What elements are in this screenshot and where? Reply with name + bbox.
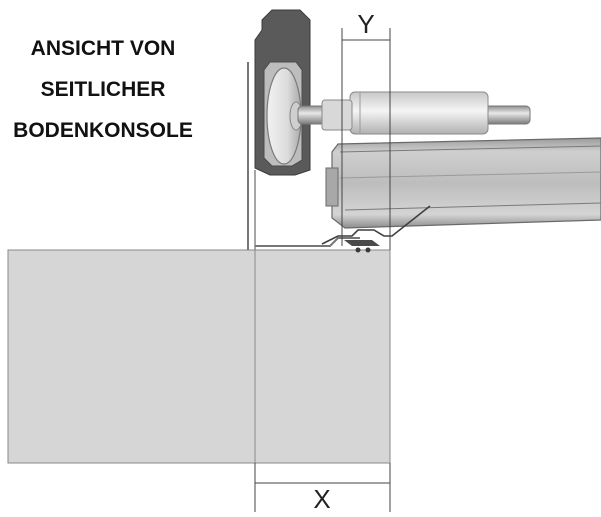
bottom-hinge xyxy=(321,205,431,245)
caption-line-1: ANSICHT VON xyxy=(30,37,176,60)
door-panel-section xyxy=(331,137,601,229)
wall-block-left xyxy=(7,249,256,464)
bracket-foot xyxy=(255,237,360,247)
shaft-collar xyxy=(321,99,353,131)
caption-line-3: BODENKONSOLE xyxy=(13,119,193,142)
panel-end-cap xyxy=(325,167,339,207)
panel-line-top xyxy=(339,145,601,153)
hinge-clip xyxy=(344,240,380,246)
shaft-sleeve xyxy=(349,91,489,135)
diagram-caption: ANSICHT VON SEITLICHER BODENKONSOLE xyxy=(0,28,206,151)
dimension-x-label: X xyxy=(313,484,330,514)
caption-line-2: SEITLICHER xyxy=(40,78,166,101)
wall-block-right xyxy=(254,249,391,464)
panel-line-low xyxy=(344,202,601,211)
panel-line-mid xyxy=(339,171,601,179)
hinge-bolt-2 xyxy=(365,247,371,253)
hinge-bolt-1 xyxy=(355,247,361,253)
dimension-y-label: Y xyxy=(357,9,374,39)
